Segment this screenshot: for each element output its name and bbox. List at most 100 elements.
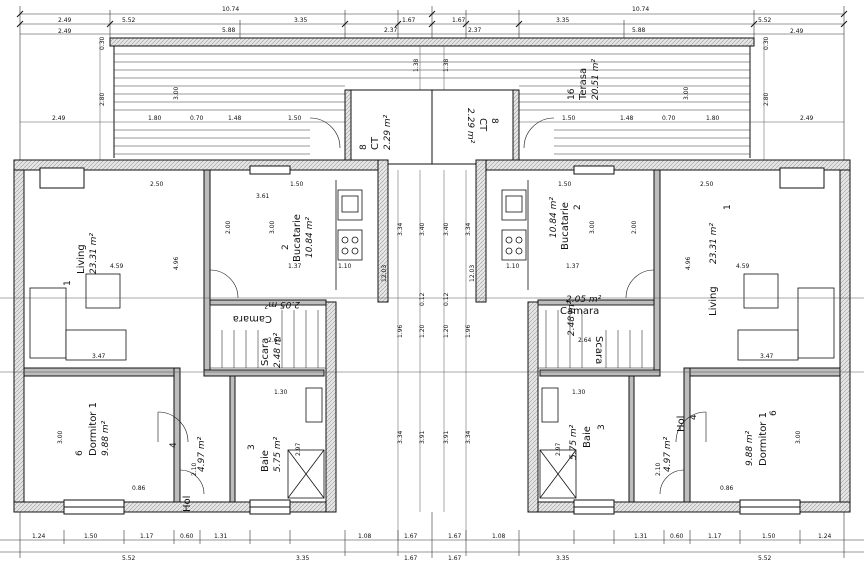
- living-right-dim-w: 4.59: [736, 263, 750, 270]
- ct-right-label: CT: [477, 118, 488, 132]
- camara-right-name: Camara: [560, 306, 599, 317]
- living-furniture-left: [29, 273, 127, 361]
- scara-right-area: 2.48 m²: [567, 300, 577, 336]
- terrace-dim-148-left: 1.48: [228, 115, 242, 122]
- scara-left-dim-264: 2.64: [268, 337, 282, 344]
- center-dim-196-r: 1.96: [465, 324, 472, 338]
- center-dim-012-l: 0.12: [419, 292, 426, 306]
- bath-fixtures-right: [539, 387, 577, 499]
- bath-left-dim-297: 2.97: [295, 442, 302, 456]
- kitchen-left-dim-110: 1.10: [338, 263, 352, 270]
- dim-top-12: 5.88: [632, 27, 646, 34]
- dim-bottom-10: 1.31: [634, 533, 648, 540]
- living-left-dim-250: 2.50: [150, 181, 164, 188]
- center-dim-334-br: 3.34: [465, 430, 472, 444]
- dim-bottom-r2-3: 1.67: [404, 555, 418, 562]
- dim-bottom-14: 1.24: [818, 533, 832, 540]
- terrace-dim-148-right: 1.48: [620, 115, 634, 122]
- bed-right-area: 9.88 m²: [745, 430, 755, 466]
- bath-right-area: 5.75 m²: [569, 424, 579, 460]
- terrace-dim-150-right: 1.50: [562, 115, 576, 122]
- center-dim-340-l: 3.40: [419, 222, 426, 236]
- hol-right-number: 4: [689, 414, 699, 420]
- hol-right-name: Hol: [676, 416, 687, 432]
- center-dimension-lines: [0, 170, 864, 540]
- center-dim-1203-l: 12.03: [381, 265, 388, 282]
- kitchen-right-dim-200: 2.00: [631, 220, 638, 234]
- dim-top-9: 5.88: [222, 27, 236, 34]
- dim-top-3: 3.35: [294, 17, 308, 24]
- dim-top-11: 2.37: [468, 27, 482, 34]
- doors: [157, 269, 707, 495]
- kitchen-right-number: 2: [573, 204, 583, 210]
- dim-right-280: 2.80: [763, 92, 770, 106]
- top-dimension-ticks: [16, 10, 848, 28]
- center-dim-334-r: 3.34: [465, 222, 472, 236]
- kitchen-left-dim-137: 1.37: [288, 263, 302, 270]
- living-right-dim-347: 3.47: [760, 353, 774, 360]
- bath-left-area: 5.75 m²: [273, 436, 283, 472]
- terrace-dim-300-left: 3.00: [173, 86, 180, 100]
- living-left-name: Living: [76, 244, 87, 274]
- living-left-dim-h: 4.96: [173, 256, 180, 270]
- bath-left-dim-130: 1.30: [274, 389, 288, 396]
- dim-bottom-5: 1.31: [214, 533, 228, 540]
- bed-left-dim-086: 0.86: [132, 485, 146, 492]
- dim-top-8: 2.49: [790, 28, 804, 35]
- dim-top-7: 5.52: [758, 17, 772, 24]
- dim-bottom-2: 1.50: [84, 533, 98, 540]
- center-dim-012-r: 0.12: [443, 292, 450, 306]
- living-left-number: 1: [63, 280, 73, 286]
- living-right-dim-h: 4.96: [685, 256, 692, 270]
- dim-left-280: 2.80: [99, 92, 106, 106]
- living-left-area: 23.31 m²: [89, 233, 99, 274]
- dim-top-2: 5.52: [122, 17, 136, 24]
- dim-top-6: 3.35: [556, 17, 570, 24]
- living-furniture-right: [737, 273, 835, 361]
- bath-right-number: 3: [597, 424, 607, 430]
- dim-bottom-4: 0.60: [180, 533, 194, 540]
- living-right-name: Living: [708, 286, 719, 316]
- dim-bottom-3: 1.17: [140, 533, 154, 540]
- hol-right-area: 4.97 m²: [663, 436, 673, 472]
- living-right-area: 23.31 m²: [709, 223, 719, 264]
- kitchen-left-dim-200: 2.00: [225, 220, 232, 234]
- dim-bottom-9: 1.08: [492, 533, 506, 540]
- dim-top-overall-right: 10.74: [632, 6, 649, 13]
- living-right-number: 1: [723, 204, 733, 210]
- ct-left-number: 8: [359, 144, 369, 150]
- bath-right-name: Baie: [582, 426, 593, 448]
- terrace-boards: [114, 53, 750, 155]
- kitchen-left-number: 2: [281, 244, 291, 250]
- hol-left-area: 4.97 m²: [197, 436, 207, 472]
- bed-right-dim-300: 3.00: [795, 430, 802, 444]
- bath-right-dim-297: 2.97: [555, 442, 562, 456]
- hol-left-dim-210: 2.10: [191, 462, 198, 476]
- dim-bottom-8: 1.67: [448, 533, 462, 540]
- terrace-dim-300-right: 3.00: [683, 86, 690, 100]
- kitchen-fixtures-right: [501, 180, 529, 290]
- exterior-walls: [13, 159, 851, 513]
- dim-bottom-r2-4: 1.67: [448, 555, 462, 562]
- camara-right-area: 2.05 m²: [566, 295, 602, 305]
- scara-left-area: 2.48 m²: [273, 332, 283, 368]
- dim-bottom-6: 1.08: [358, 533, 372, 540]
- ct-left-label: CT: [370, 136, 381, 150]
- central-stair-block: [309, 89, 555, 165]
- terrace-dim-070-left: 0.70: [190, 115, 204, 122]
- bath-left-name: Baie: [260, 450, 271, 472]
- kitchen-right-area: 10.84 m²: [549, 197, 559, 238]
- center-dim-340-r: 3.40: [443, 222, 450, 236]
- bed-left-area: 9.88 m²: [101, 420, 111, 456]
- scara-right-name: Scara: [593, 336, 604, 364]
- ct-right-area: 2.29 m²: [465, 108, 475, 144]
- hol-left-number: 4: [169, 442, 179, 448]
- living-left-dim-347: 3.47: [92, 353, 106, 360]
- bottom-dimension-lines: [0, 512, 864, 558]
- dim-top-10: 2.37: [384, 27, 398, 34]
- kitchen-right-dim-300: 3.00: [589, 220, 596, 234]
- center-dim-196-l: 1.96: [397, 324, 404, 338]
- center-dim-120-l: 1.20: [419, 324, 426, 338]
- bath-left-number: 3: [247, 444, 257, 450]
